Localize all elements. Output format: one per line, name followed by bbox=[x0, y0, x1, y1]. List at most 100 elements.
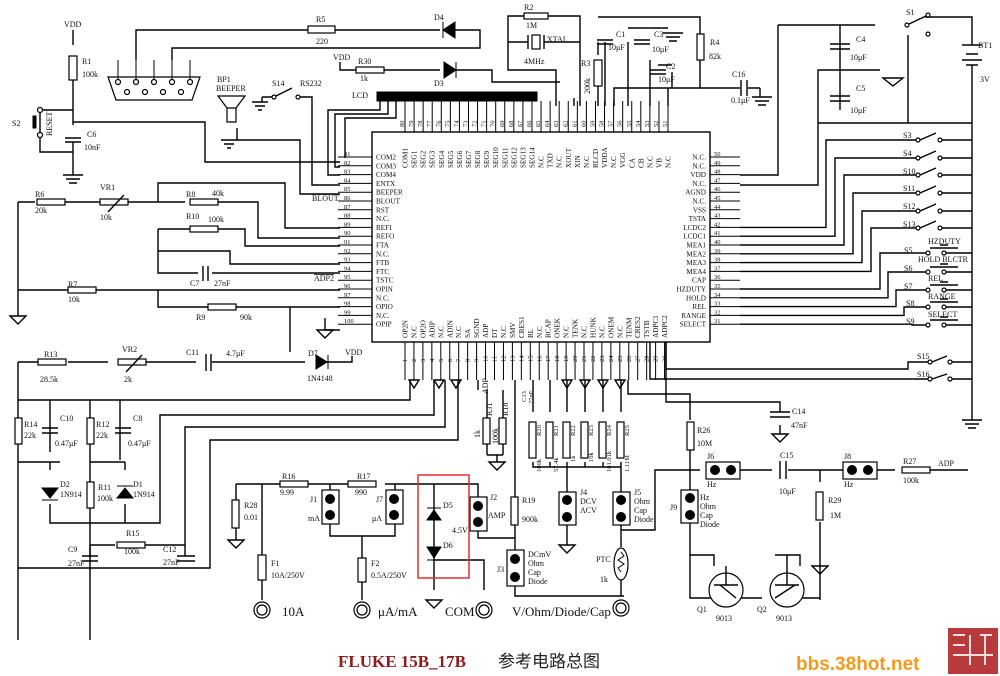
bt1-label: BT1 bbox=[978, 41, 992, 50]
switch-contact[interactable] bbox=[915, 172, 921, 178]
terminal-10a-label: 10A bbox=[282, 604, 305, 619]
f1-label: F1 bbox=[271, 559, 279, 568]
d2-label: D2 bbox=[60, 480, 70, 489]
pushbutton-wire bbox=[740, 244, 972, 290]
pushbutton-contact[interactable] bbox=[925, 304, 931, 310]
switch-contact[interactable] bbox=[947, 359, 953, 365]
pin-number: 47 bbox=[714, 177, 721, 184]
switch-contact[interactable] bbox=[915, 208, 921, 214]
d5-label: D5 bbox=[443, 501, 453, 510]
switch-contact[interactable] bbox=[937, 172, 943, 178]
pushbutton-contact[interactable] bbox=[941, 304, 947, 310]
jumper-j5[interactable] bbox=[612, 491, 631, 526]
pin-label: MEA4 bbox=[686, 268, 706, 276]
pin-number: 91 bbox=[344, 239, 351, 246]
f1-value: 10A/250V bbox=[271, 571, 305, 580]
r22-value: 1k bbox=[570, 455, 577, 462]
switch-contact[interactable] bbox=[927, 376, 933, 382]
pushbutton-contact[interactable] bbox=[925, 250, 931, 256]
pin-number: 80 bbox=[399, 121, 406, 128]
input-terminals[interactable] bbox=[253, 599, 630, 619]
r12-label: R12 bbox=[96, 420, 109, 429]
jumper-j4[interactable] bbox=[558, 491, 577, 526]
pin-label: SEG8 bbox=[474, 150, 482, 168]
pushbutton-contact[interactable] bbox=[925, 269, 931, 275]
r29-value: 1M bbox=[830, 511, 841, 520]
pushbutton-contact[interactable] bbox=[941, 250, 947, 256]
r7-value: 10k bbox=[68, 295, 80, 304]
s8-label: S8 bbox=[906, 299, 914, 308]
c1-label: C1 bbox=[616, 30, 625, 39]
terminal-ua-ma-label: μA/mA bbox=[378, 604, 418, 619]
pin-label: N.C. bbox=[692, 154, 706, 162]
r11-label: R11 bbox=[98, 483, 111, 492]
s10-label: S10 bbox=[903, 167, 915, 176]
r23-value: 10k bbox=[588, 452, 595, 463]
r15-label: R15 bbox=[126, 529, 139, 538]
switch-contact[interactable] bbox=[947, 376, 953, 382]
jumper-j3[interactable] bbox=[506, 549, 525, 587]
switch-contact[interactable] bbox=[915, 137, 921, 143]
r27-value: 100k bbox=[903, 476, 919, 485]
pushbutton-contact[interactable] bbox=[941, 287, 947, 293]
switch-contact[interactable] bbox=[937, 155, 943, 161]
pin-number: 39 bbox=[714, 248, 721, 255]
switch-contact[interactable] bbox=[915, 190, 921, 196]
pin-number: 64 bbox=[544, 120, 551, 127]
jumper-j8[interactable] bbox=[842, 461, 878, 480]
r26-label: R26 bbox=[697, 426, 710, 435]
c2-value: 10μF bbox=[658, 75, 675, 84]
pin-label: TENK bbox=[572, 318, 580, 338]
c6-label: C6 bbox=[87, 130, 96, 139]
q2-label: Q2 bbox=[757, 605, 767, 614]
lcd-connector bbox=[376, 91, 538, 102]
switch-contact[interactable] bbox=[937, 208, 943, 214]
pin-number: 50 bbox=[714, 151, 721, 158]
pushbutton-contact[interactable] bbox=[941, 322, 947, 328]
capacitor-c10 bbox=[42, 427, 58, 434]
pin-label: XIN bbox=[574, 154, 582, 168]
switch-contact[interactable] bbox=[915, 155, 921, 161]
switch-contact[interactable] bbox=[937, 137, 943, 143]
switch-contact[interactable] bbox=[915, 225, 921, 231]
c4-value: 10μF bbox=[850, 53, 867, 62]
pushbutton-contact[interactable] bbox=[941, 269, 947, 275]
terminal-com-label: COM bbox=[445, 604, 475, 619]
pin-label: BLOUT bbox=[376, 198, 401, 206]
s16-label: S16 bbox=[917, 370, 929, 379]
r31-value: 1k bbox=[473, 430, 482, 438]
pushbutton-contact[interactable] bbox=[925, 287, 931, 293]
pin-label: ADP bbox=[482, 324, 490, 338]
s1-label: S1 bbox=[906, 8, 914, 17]
capacitor-c6 bbox=[65, 137, 81, 143]
jumper-j2[interactable] bbox=[469, 496, 488, 532]
pushbutton-wire bbox=[740, 263, 972, 299]
pin-label: COM1 bbox=[402, 148, 410, 168]
pin-number: 62 bbox=[562, 121, 569, 128]
jumper-j7[interactable] bbox=[385, 489, 404, 525]
pin-number: 85 bbox=[344, 186, 351, 193]
pin-label: COM3 bbox=[376, 162, 396, 170]
f2-label: F2 bbox=[371, 559, 379, 568]
pin-number: 55 bbox=[626, 121, 633, 128]
switch-contact[interactable] bbox=[937, 225, 943, 231]
pin-label: N.C. bbox=[376, 215, 390, 223]
r13-value: 28.5k bbox=[40, 375, 58, 384]
j4-label: J4 bbox=[580, 488, 587, 497]
j9-mode-diode: Diode bbox=[700, 520, 720, 529]
pushbutton-contact[interactable] bbox=[925, 322, 931, 328]
jumper-j1[interactable] bbox=[321, 489, 340, 525]
pin-label: SMV bbox=[509, 322, 517, 338]
pin-number: 82 bbox=[344, 160, 351, 167]
lcd-label: LCD bbox=[352, 91, 368, 100]
pin-label: N.C bbox=[665, 156, 673, 168]
switch-contact[interactable] bbox=[927, 359, 933, 365]
pin-label: CA bbox=[628, 157, 636, 168]
switch-contact[interactable] bbox=[937, 190, 943, 196]
pin-number: 73 bbox=[462, 121, 469, 128]
pin-label: AGND bbox=[685, 189, 706, 197]
jumper-j6[interactable] bbox=[705, 461, 741, 480]
pin-number: 1 bbox=[402, 359, 409, 362]
pin-number: 21 bbox=[581, 356, 588, 363]
jumper-j9[interactable] bbox=[680, 489, 699, 524]
